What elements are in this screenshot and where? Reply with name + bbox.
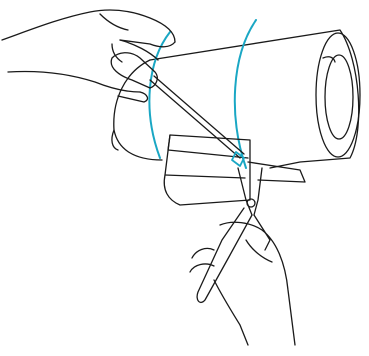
cylinder-opening (315, 32, 361, 158)
screwdriver (110, 52, 245, 159)
upper-hand (1, 9, 176, 103)
lower-hand (189, 221, 296, 346)
attached-box (163, 134, 251, 206)
bracket (247, 161, 306, 183)
cylinder-housing (111, 29, 360, 169)
screw-head-highlight (231, 151, 245, 167)
pliers (196, 167, 271, 304)
